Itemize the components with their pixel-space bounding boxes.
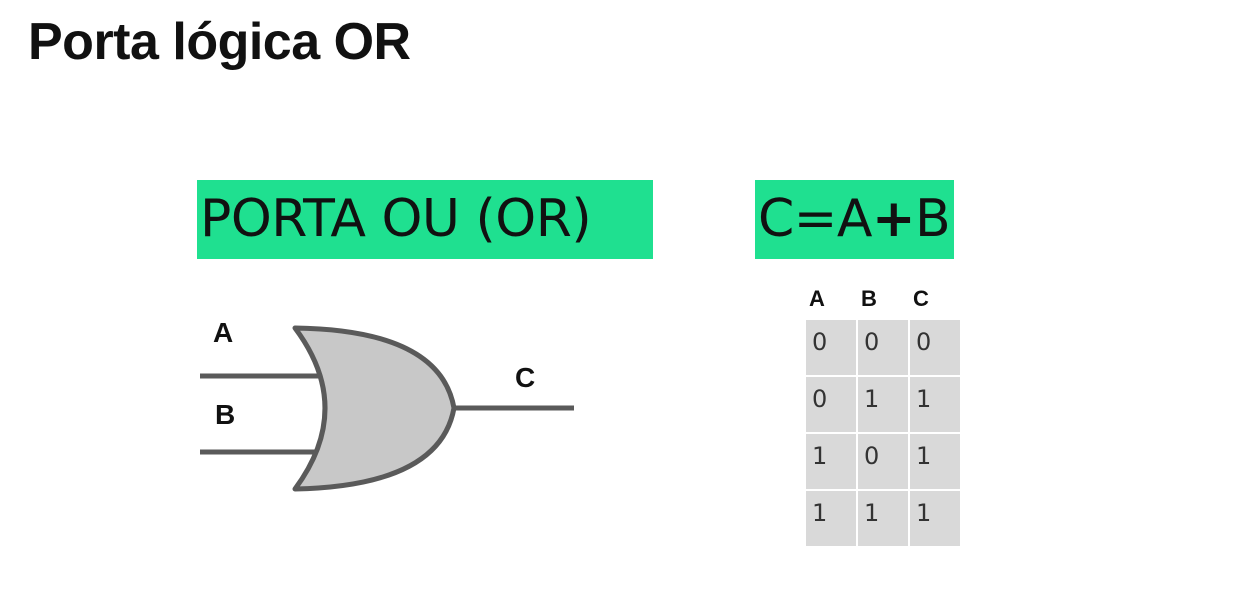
formula-left-text: C=A — [758, 189, 872, 249]
truth-table-row: 0 1 1 — [806, 377, 960, 432]
truth-table-cell: 1 — [910, 434, 960, 489]
truth-table-header-c: C — [913, 285, 929, 311]
truth-table-header-a: A — [809, 285, 825, 311]
input-a-label: A — [213, 317, 233, 348]
boolean-formula-banner: C=A+B — [755, 180, 954, 259]
output-c-label: C — [515, 362, 535, 393]
truth-table-cell: 0 — [858, 434, 908, 489]
truth-table-header-row: A B C — [806, 279, 960, 318]
truth-table-cell: 1 — [858, 377, 908, 432]
truth-table-cell: 1 — [858, 491, 908, 546]
formula-right-text: B — [915, 189, 951, 249]
input-b-label: B — [215, 399, 235, 430]
formula-plus-sign: + — [871, 189, 916, 249]
gate-name-banner: PORTA OU (OR) — [197, 180, 653, 259]
truth-table-cell: 0 — [806, 377, 856, 432]
truth-table: A B C 0 0 0 0 1 1 1 0 1 1 1 1 — [804, 277, 962, 548]
truth-table-cell: 1 — [806, 434, 856, 489]
or-gate-symbol — [292, 325, 457, 492]
truth-table-row: 0 0 0 — [806, 320, 960, 375]
truth-table-header-b: B — [861, 285, 877, 311]
or-gate-diagram: A B C — [200, 317, 574, 492]
truth-table-cell: 1 — [910, 377, 960, 432]
truth-table-row: 1 0 1 — [806, 434, 960, 489]
truth-table-cell: 0 — [806, 320, 856, 375]
truth-table-cell: 0 — [858, 320, 908, 375]
truth-table-row: 1 1 1 — [806, 491, 960, 546]
page-title: Porta lógica OR — [28, 13, 411, 71]
truth-table-cell: 1 — [910, 491, 960, 546]
truth-table-cell: 0 — [910, 320, 960, 375]
truth-table-cell: 1 — [806, 491, 856, 546]
gate-name-text: PORTA OU (OR) — [200, 189, 592, 249]
